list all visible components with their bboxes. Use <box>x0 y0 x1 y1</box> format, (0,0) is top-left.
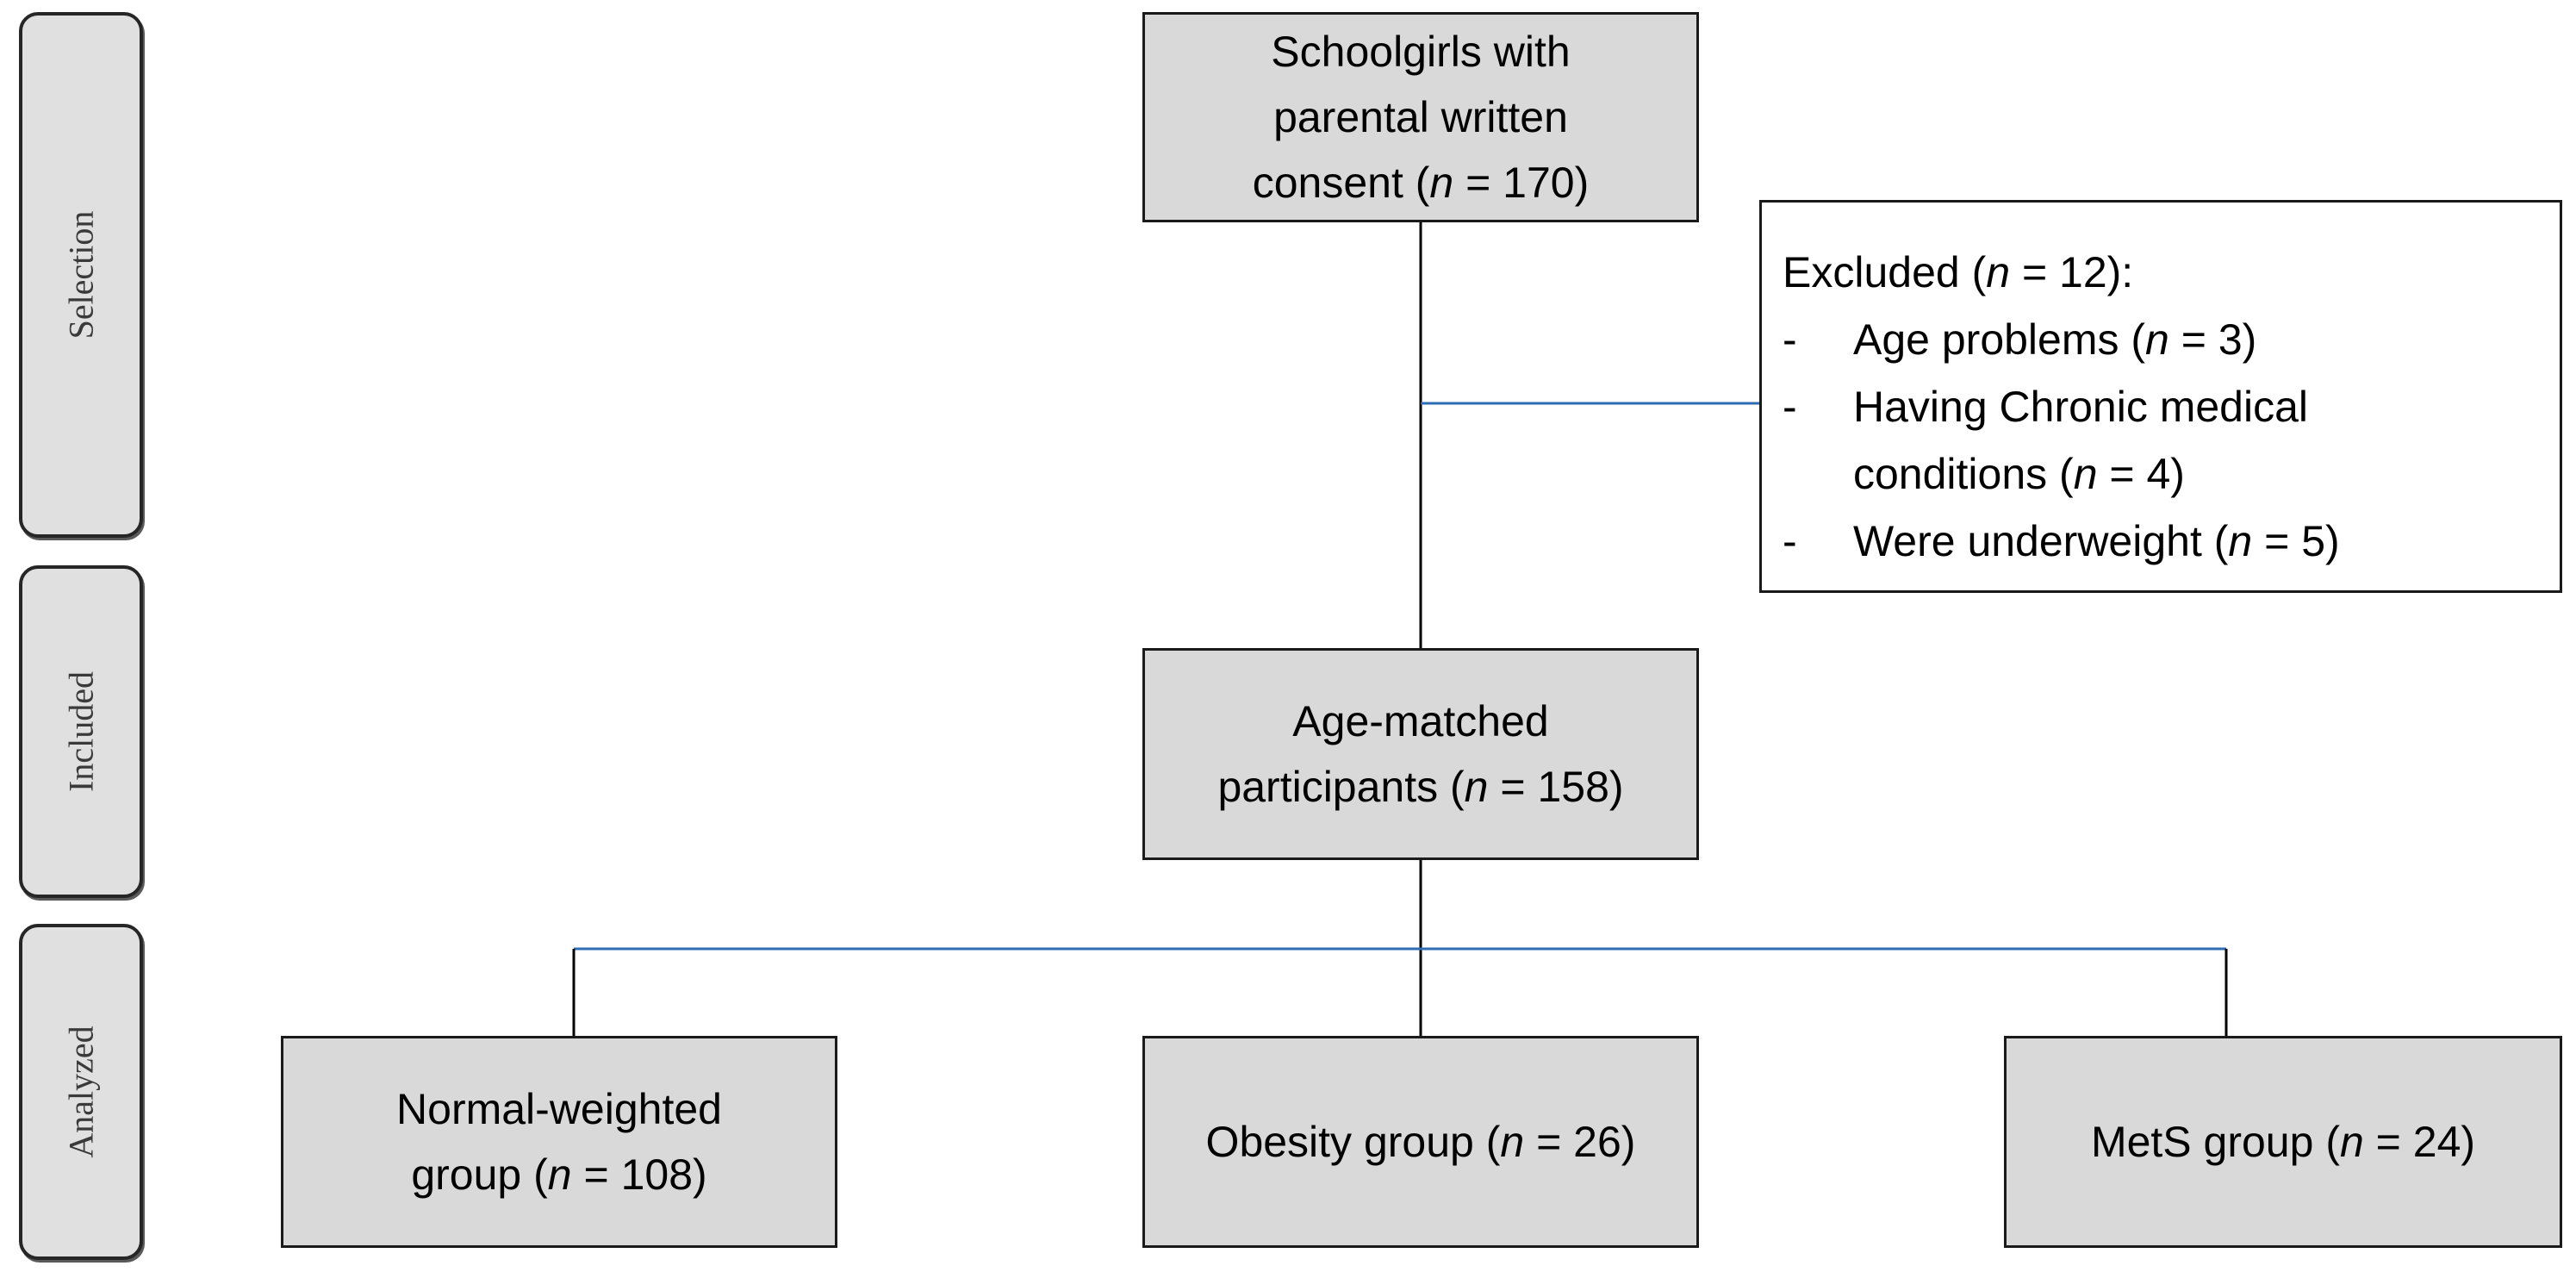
consent-line-3: consent (n = 170) <box>1252 159 1590 207</box>
consent-box: Schoolgirls with parental written consen… <box>1142 12 1699 222</box>
included-line-2: participants (n = 158) <box>1217 763 1624 811</box>
consent-line-2: parental written <box>1273 93 1568 141</box>
included-line-1: Age-matched <box>1292 697 1549 745</box>
obesity-line-1: Obesity group (n = 26) <box>1205 1118 1636 1166</box>
normal-line-2: group (n = 108) <box>411 1150 707 1199</box>
excluded-box: Excluded (n = 12): - Age problems (n = 3… <box>1759 200 2562 593</box>
stage-label-included: Included <box>19 565 143 898</box>
excluded-item-age: - Age problems (n = 3) <box>1783 315 2257 364</box>
obesity-group-box: Obesity group (n = 26) <box>1142 1036 1699 1248</box>
stage-label-analyzed: Analyzed <box>19 924 143 1260</box>
normal-line-1: Normal-weighted <box>396 1085 722 1133</box>
mets-group-box: MetS group (n = 24) <box>2004 1036 2562 1248</box>
included-box: Age-matched participants (n = 158) <box>1142 648 1699 860</box>
excluded-heading: Excluded (n = 12): <box>1783 248 2134 296</box>
stage-label-selection: Selection <box>19 12 143 538</box>
excluded-item-underweight: - Were underweight (n = 5) <box>1783 517 2340 565</box>
mets-line-1: MetS group (n = 24) <box>2090 1118 2476 1166</box>
consent-line-1: Schoolgirls with <box>1271 28 1571 76</box>
excluded-item-chronic: - Having Chronic medical conditions (n =… <box>1783 383 2309 498</box>
normal-weighted-box: Normal-weighted group (n = 108) <box>281 1036 837 1248</box>
